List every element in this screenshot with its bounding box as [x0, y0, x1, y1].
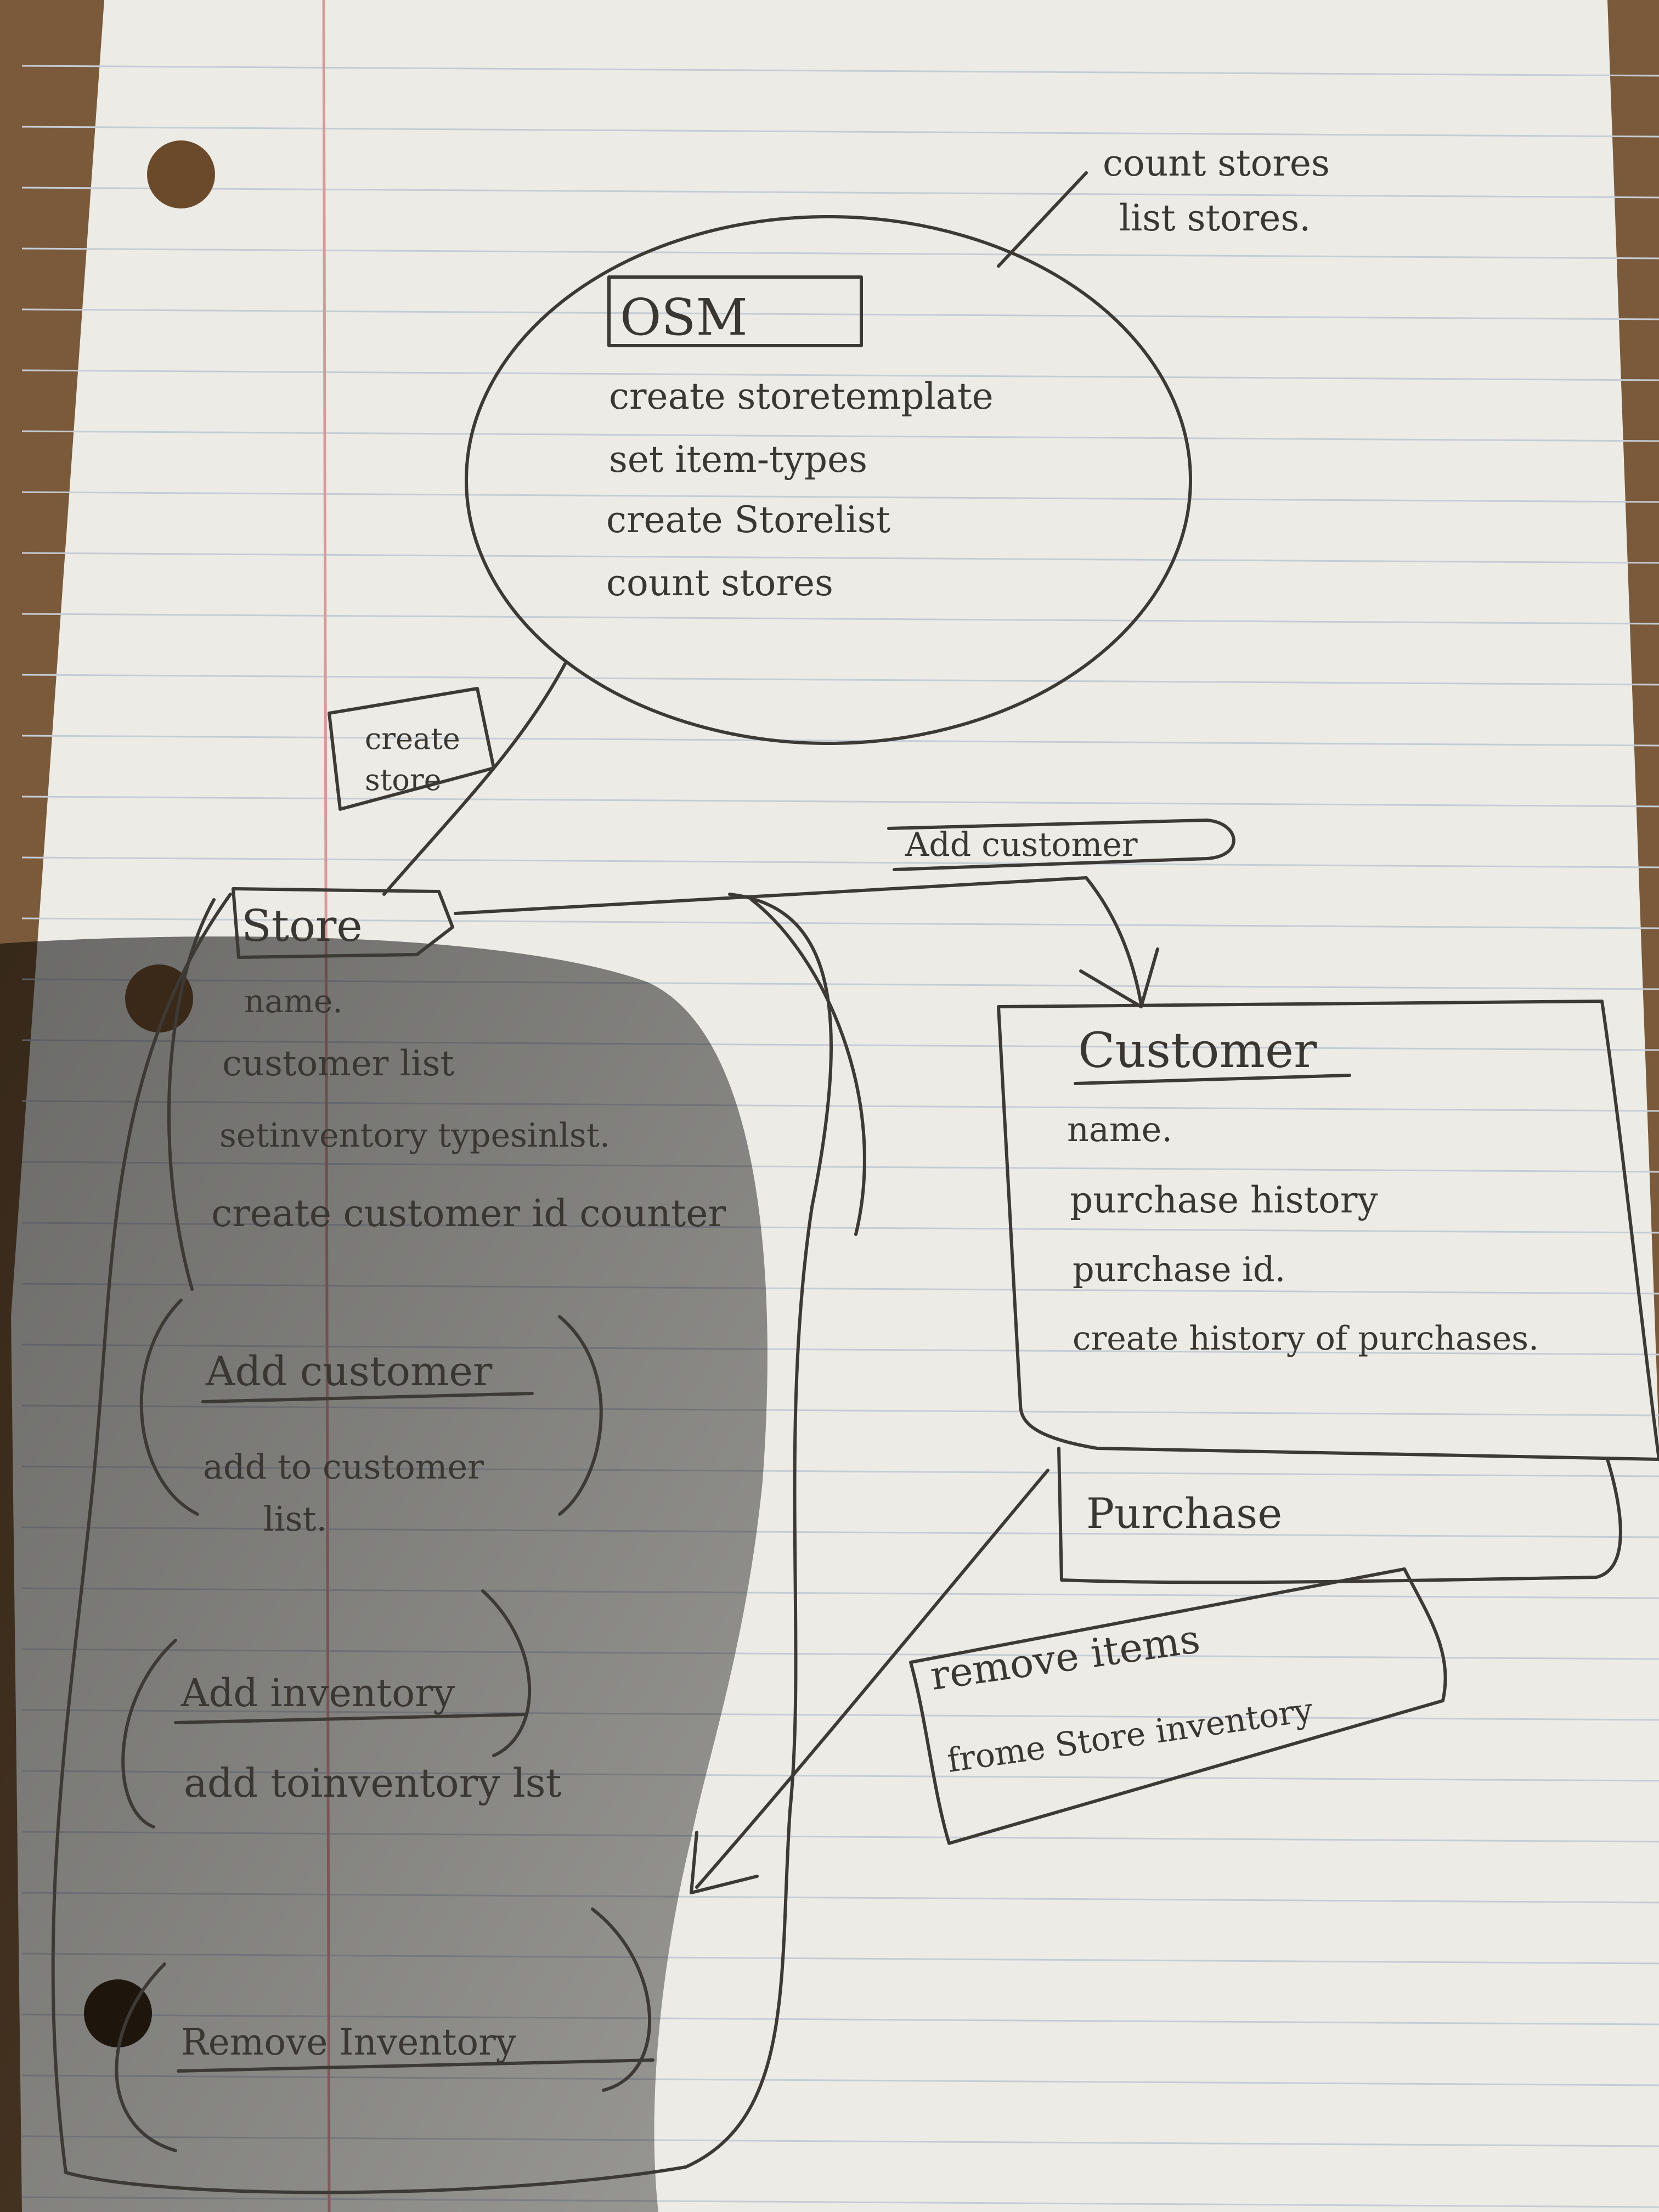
store-outer-loop — [51, 893, 833, 2194]
store-item-1: name. — [244, 983, 343, 1020]
hand-shadow — [0, 936, 768, 2212]
binder-hole-top — [147, 140, 215, 208]
add-customer-bracket-right — [558, 1315, 603, 1516]
add-customer-bracket-left — [139, 1299, 199, 1516]
osm-item-4: count stores — [606, 562, 833, 604]
ruled-line — [21, 126, 1659, 138]
remove-inventory-underline — [177, 2058, 654, 2073]
store-title: Store — [241, 900, 363, 951]
add-customer-line-2: list. — [263, 1499, 327, 1539]
remove-inventory-bracket-left — [115, 1962, 177, 2152]
create-store-label-line-1: create — [365, 721, 460, 756]
ruled-line — [21, 795, 1659, 808]
ruled-line — [21, 735, 1659, 747]
add-customer-underline — [201, 1392, 534, 1403]
create-store-label-box — [328, 687, 495, 811]
add-customer-title: Add customer — [205, 1348, 493, 1395]
add-inventory-bracket-left — [121, 1639, 177, 1829]
remove-inventory-bracket-right — [591, 1908, 652, 2092]
ruled-line — [21, 613, 1659, 625]
purchase-to-remove-inventory-connector — [695, 1469, 1049, 1889]
store-item-3: setinventory typesinlst. — [219, 1116, 610, 1155]
add-inventory-underline — [174, 1713, 528, 1724]
customer-box — [997, 1000, 1659, 1461]
ruled-line — [21, 430, 1659, 442]
purchase-title: Purchase — [1086, 1489, 1282, 1538]
store-inner-bracket — [167, 898, 216, 1291]
store-to-customer-connector — [454, 876, 1143, 1006]
create-store-connector — [382, 662, 567, 896]
binder-hole-bottom — [84, 1979, 152, 2047]
add-inventory-bracket-right — [481, 1589, 532, 1757]
purchase-node: Purchase — [1057, 1447, 1622, 1584]
store-item-4: create customer id counter — [211, 1192, 726, 1235]
osm-note-line-2: list stores. — [1119, 197, 1311, 239]
ruled-line — [21, 369, 1659, 381]
ruled-line — [21, 856, 1659, 868]
customer-title-underline — [1074, 1074, 1351, 1085]
store-item-2: customer list — [222, 1043, 454, 1084]
customer-item-2: purchase history — [1070, 1179, 1378, 1221]
add-inventory-title: Add inventory — [180, 1671, 455, 1716]
purchase-box — [1057, 1447, 1622, 1584]
osm-circle — [465, 215, 1192, 745]
osm-title: OSM — [620, 288, 748, 347]
ruled-line — [21, 247, 1659, 259]
osm-note-connector — [997, 171, 1088, 268]
customer-item-1: name. — [1067, 1109, 1172, 1149]
store-node: Store name. customer list setinventory t… — [211, 887, 726, 1235]
ruled-line — [21, 674, 1659, 686]
ruled-line — [21, 552, 1659, 564]
osm-item-3: create Storelist — [606, 499, 890, 541]
customer-title: Customer — [1078, 1022, 1317, 1079]
ruled-line — [21, 187, 1659, 199]
remove-inventory-title: Remove Inventory — [181, 2021, 517, 2063]
remove-items-box — [909, 1567, 1447, 1845]
add-inventory-node: Add inventory add toinventory lst — [121, 1589, 562, 1829]
add-customer-node: Add customer add to customer list. — [139, 1299, 603, 1539]
customer-item-4: create history of purchases. — [1073, 1319, 1539, 1358]
remove-inventory-node: Remove Inventory — [115, 1908, 654, 2152]
ruled-line — [21, 491, 1659, 503]
purchase-to-remove-inventory-arrowhead — [690, 1831, 759, 1894]
ruled-line — [21, 917, 1659, 929]
store-title-box — [232, 887, 454, 959]
customer-item-3: purchase id. — [1073, 1249, 1285, 1289]
osm-item-1: create storetemplate — [609, 375, 994, 417]
add-customer-line-1: add to customer — [203, 1447, 484, 1487]
add-customer-label: Add customer — [905, 826, 1138, 864]
add-customer-label-box — [887, 819, 1235, 871]
ruled-line — [21, 308, 1659, 320]
osm-note-line-1: count stores — [1103, 142, 1330, 184]
ruled-line — [21, 65, 1659, 77]
add-inventory-line-1: add toinventory lst — [184, 1760, 562, 1806]
osm-node: OSM create storetemplate set item-types … — [465, 215, 1192, 745]
create-store-label-line-2: store — [365, 763, 442, 797]
customer-node: Customer name. purchase history purchase… — [997, 1000, 1659, 1461]
osm-title-box — [607, 275, 863, 347]
store-right-bracket — [750, 898, 866, 1236]
osm-item-2: set item-types — [609, 438, 867, 481]
